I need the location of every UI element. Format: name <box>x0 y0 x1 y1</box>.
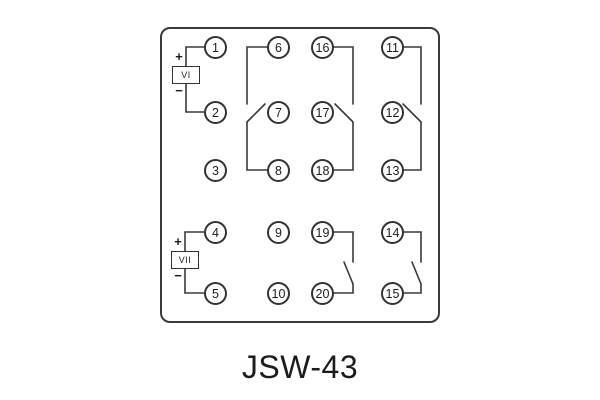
coil-1-label: VI <box>181 70 191 80</box>
coil-2-box: VII <box>171 251 199 269</box>
terminal-6: 6 <box>267 36 290 59</box>
wire <box>402 231 422 263</box>
terminal-2: 2 <box>204 101 227 124</box>
wire <box>246 46 268 105</box>
terminal-5: 5 <box>204 282 227 305</box>
terminal-7: 7 <box>267 101 290 124</box>
wire <box>402 46 422 105</box>
contact-19-20 <box>332 231 354 294</box>
wire <box>184 231 205 252</box>
terminal-17: 17 <box>311 101 334 124</box>
terminal-14: 14 <box>381 221 404 244</box>
terminal-13: 13 <box>381 159 404 182</box>
coil-1-minus-sign: − <box>175 83 183 98</box>
wire <box>332 231 354 263</box>
wire <box>402 283 422 294</box>
wire <box>185 46 205 67</box>
wire <box>332 46 354 105</box>
wire <box>402 121 422 171</box>
contact-blade <box>411 261 422 285</box>
contact-blade <box>334 103 354 123</box>
terminal-16: 16 <box>311 36 334 59</box>
terminal-8: 8 <box>267 159 290 182</box>
terminal-15: 15 <box>381 282 404 305</box>
wire <box>184 268 205 294</box>
terminal-19: 19 <box>311 221 334 244</box>
contact-blade <box>402 103 422 123</box>
coil-1-box: VI <box>172 66 200 84</box>
coil-2-label: VII <box>178 255 192 265</box>
terminal-4: 4 <box>204 221 227 244</box>
contact-11-12-13 <box>402 46 422 171</box>
terminal-12: 12 <box>381 101 404 124</box>
contact-blade <box>246 103 266 123</box>
wire <box>332 283 354 294</box>
wire <box>246 121 268 171</box>
coil-1-plus-sign: + <box>175 49 183 64</box>
wire <box>185 83 205 113</box>
contact-14-15 <box>402 231 422 294</box>
model-label: JSW-43 <box>241 349 359 385</box>
contact-blade <box>343 261 354 285</box>
terminal-1: 1 <box>204 36 227 59</box>
coil-2-wires <box>184 231 205 294</box>
wire <box>332 121 354 171</box>
terminal-11: 11 <box>381 36 404 59</box>
contact-6-7-8 <box>246 46 268 171</box>
terminal-3: 3 <box>204 159 227 182</box>
terminal-9: 9 <box>267 221 290 244</box>
coil-2-minus-sign: − <box>174 268 182 283</box>
contact-16-17-18 <box>332 46 354 171</box>
coil-1-wires <box>185 46 205 113</box>
terminal-20: 20 <box>311 282 334 305</box>
coil-2-plus-sign: + <box>174 234 182 249</box>
terminal-10: 10 <box>267 282 290 305</box>
terminal-18: 18 <box>311 159 334 182</box>
